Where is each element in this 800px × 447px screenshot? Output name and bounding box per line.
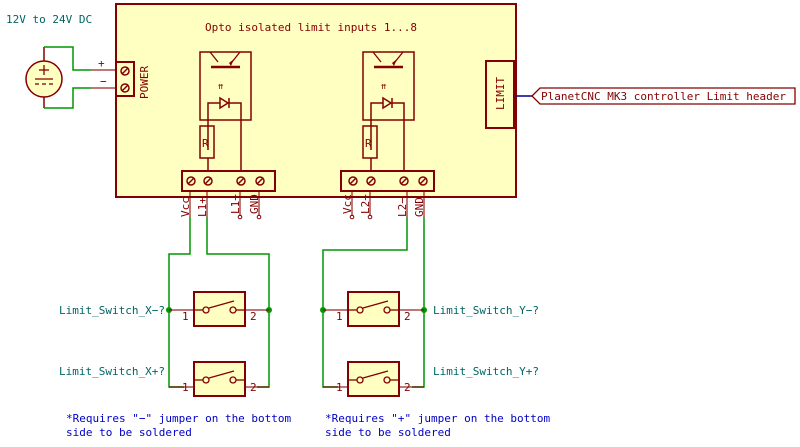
tb2-pin-gnd: GND	[413, 197, 426, 217]
note-y-line2: side to be soldered	[325, 426, 451, 439]
power-connector-label: POWER	[138, 66, 151, 99]
wire-x-vcc	[168, 217, 191, 388]
terminal-block-1	[181, 170, 276, 192]
dc-source-icon	[25, 47, 63, 108]
svg-text:⇈: ⇈	[381, 82, 387, 92]
terminal-block-2	[340, 170, 435, 192]
switch-x-plus-pin2: 2	[250, 381, 257, 394]
tb1-pin-gnd: GND	[248, 194, 261, 214]
switch-x-plus-label: Limit_Switch_X+?	[59, 365, 165, 378]
tb2-pin-l2-plus: L2+	[359, 194, 372, 214]
switch-y-minus-pin2: 2	[404, 310, 411, 323]
switch-y-minus-pin1: 1	[336, 310, 343, 323]
svg-text:⇈: ⇈	[218, 82, 224, 92]
limit-switch-x-plus	[169, 361, 269, 397]
note-x-line2: side to be soldered	[66, 426, 192, 439]
resistor-1	[199, 125, 215, 159]
switch-x-minus-pin2: 2	[250, 310, 257, 323]
switch-y-plus-label: Limit_Switch_Y+?	[433, 365, 539, 378]
limit-header-label: LIMIT	[494, 77, 507, 110]
plus-pin-label: +	[98, 57, 105, 70]
tb1-pin-l1-plus: L1+	[196, 197, 209, 217]
switch-x-minus-label: Limit_Switch_X−?	[59, 304, 165, 317]
limit-board	[115, 3, 517, 198]
resistor-2-label: R	[365, 137, 372, 150]
tb1-pin-vcc: Vcc	[179, 197, 192, 217]
tb2-pin-l2-minus: L2−	[396, 197, 409, 217]
limit-switch-y-minus	[323, 291, 424, 327]
optocoupler-1: ⇈	[199, 51, 252, 170]
switch-y-minus-label: Limit_Switch_Y−?	[433, 304, 539, 317]
switch-x-plus-pin1: 1	[182, 381, 189, 394]
limit-switch-x-minus	[169, 291, 269, 327]
resistor-1-label: R	[202, 137, 209, 150]
tb1-pin-l1-minus: L1−	[229, 194, 242, 214]
global-label-text: PlanetCNC MK3 controller Limit header	[541, 90, 786, 103]
tb2-pin-vcc: Vcc	[341, 194, 354, 214]
note-y-line1: *Requires "+" jumper on the bottom	[325, 412, 551, 425]
minus-pin-label: −	[100, 75, 107, 88]
global-label-limit-header: PlanetCNC MK3 controller Limit header	[531, 87, 796, 105]
switch-x-minus-pin1: 1	[182, 310, 189, 323]
switch-y-plus-pin1: 1	[336, 381, 343, 394]
switch-y-plus-pin2: 2	[404, 381, 411, 394]
resistor-2	[362, 125, 378, 159]
limit-switch-y-plus	[323, 361, 424, 397]
power-connector	[115, 61, 135, 97]
wire-supply-plus	[44, 46, 91, 71]
board-title: Opto isolated limit inputs 1...8	[205, 21, 417, 34]
limit-header	[485, 60, 515, 129]
note-x-line1: *Requires "−" jumper on the bottom	[66, 412, 292, 425]
wire-supply-minus	[44, 87, 91, 109]
optocoupler-2: ⇈	[362, 51, 415, 170]
supply-voltage-label: 12V to 24V DC	[6, 13, 92, 26]
wire-y-gnd	[412, 217, 425, 388]
